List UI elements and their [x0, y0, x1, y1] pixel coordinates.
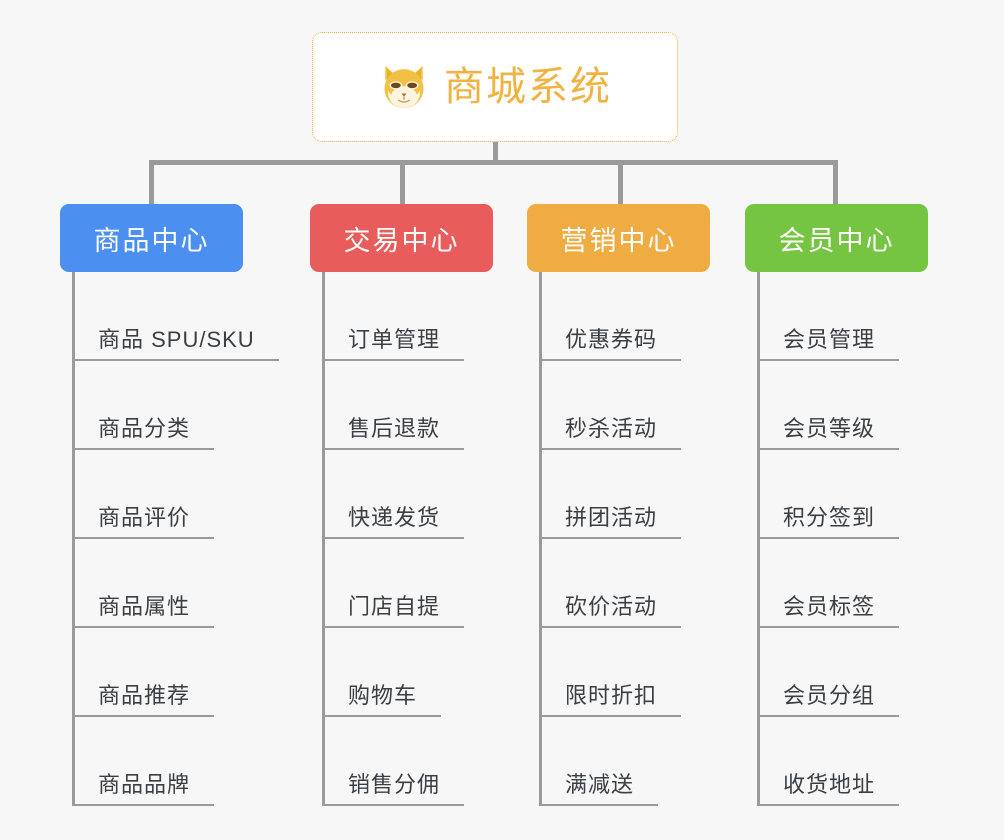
leaf-label[interactable]: 拼团活动 — [539, 505, 682, 539]
leaf-item: 优惠券码 — [527, 272, 710, 361]
category-header-3-label: 营销中心 — [560, 225, 677, 256]
connector-root-stem — [493, 142, 498, 164]
leaf-label[interactable]: 满减送 — [539, 772, 659, 806]
connector-drop-1 — [149, 160, 154, 208]
category-header-2-label: 交易中心 — [343, 225, 460, 256]
leaf-item: 门店自提 — [310, 539, 493, 628]
leaf-label[interactable]: 商品 SPU/SKU — [72, 327, 279, 361]
leaf-label[interactable]: 秒杀活动 — [539, 416, 682, 450]
connector-drop-3 — [618, 160, 623, 208]
leaf-item: 拼团活动 — [527, 450, 710, 539]
leaf-item: 购物车 — [310, 628, 493, 717]
leaf-label[interactable]: 商品分类 — [72, 416, 215, 450]
root-node[interactable]: 商城系统 — [312, 32, 678, 142]
category-header-3[interactable]: 营销中心 — [527, 204, 710, 272]
leaf-label[interactable]: 砍价活动 — [539, 594, 682, 628]
category-header-2[interactable]: 交易中心 — [310, 204, 493, 272]
leaf-label[interactable]: 快递发货 — [322, 505, 465, 539]
leaf-label[interactable]: 商品品牌 — [72, 772, 215, 806]
branch-column-3: 营销中心 优惠券码 秒杀活动 拼团活动 砍价活动 限时折扣 满减送 — [527, 204, 710, 806]
branch-column-4: 会员中心 会员管理 会员等级 积分签到 会员标签 会员分组 收货地址 — [745, 204, 928, 806]
category-header-4-label: 会员中心 — [778, 225, 895, 256]
leaf-item: 商品评价 — [60, 450, 243, 539]
category-header-1-label: 商品中心 — [93, 225, 210, 256]
leaf-item: 订单管理 — [310, 272, 493, 361]
leaf-label[interactable]: 会员等级 — [757, 416, 900, 450]
leaf-label[interactable]: 商品推荐 — [72, 683, 215, 717]
leaf-list-2: 订单管理 售后退款 快递发货 门店自提 购物车 销售分佣 — [310, 272, 493, 806]
leaf-item: 积分签到 — [745, 450, 928, 539]
leaf-spine-4 — [757, 272, 760, 806]
leaf-item: 限时折扣 — [527, 628, 710, 717]
connector-horizontal-bus — [149, 160, 838, 165]
leaf-spine-1 — [72, 272, 75, 806]
leaf-item: 商品品牌 — [60, 717, 243, 806]
leaf-item: 砍价活动 — [527, 539, 710, 628]
leaf-list-3: 优惠券码 秒杀活动 拼团活动 砍价活动 限时折扣 满减送 — [527, 272, 710, 806]
leaf-label[interactable]: 售后退款 — [322, 416, 465, 450]
leaf-label[interactable]: 商品属性 — [72, 594, 215, 628]
shiba-dog-face-icon — [384, 65, 424, 110]
leaf-item: 满减送 — [527, 717, 710, 806]
leaf-item: 售后退款 — [310, 361, 493, 450]
leaf-item: 商品 SPU/SKU — [60, 272, 279, 361]
leaf-label[interactable]: 积分签到 — [757, 505, 900, 539]
leaf-label[interactable]: 购物车 — [322, 683, 442, 717]
leaf-item: 会员分组 — [745, 628, 928, 717]
leaf-item: 会员管理 — [745, 272, 928, 361]
leaf-item: 秒杀活动 — [527, 361, 710, 450]
leaf-label[interactable]: 限时折扣 — [539, 683, 682, 717]
connector-drop-2 — [400, 160, 405, 208]
connector-drop-4 — [833, 160, 838, 208]
leaf-label[interactable]: 会员标签 — [757, 594, 900, 628]
leaf-item: 商品分类 — [60, 361, 243, 450]
leaf-label[interactable]: 订单管理 — [322, 327, 465, 361]
leaf-item: 会员等级 — [745, 361, 928, 450]
leaf-label[interactable]: 优惠券码 — [539, 327, 682, 361]
leaf-item: 商品属性 — [60, 539, 243, 628]
leaf-list-4: 会员管理 会员等级 积分签到 会员标签 会员分组 收货地址 — [745, 272, 928, 806]
branch-column-1: 商品中心 商品 SPU/SKU 商品分类 商品评价 商品属性 商品推荐 商品品牌 — [60, 204, 279, 806]
leaf-list-1: 商品 SPU/SKU 商品分类 商品评价 商品属性 商品推荐 商品品牌 — [60, 272, 279, 806]
leaf-label[interactable]: 商品评价 — [72, 505, 215, 539]
category-header-1[interactable]: 商品中心 — [60, 204, 243, 272]
leaf-item: 快递发货 — [310, 450, 493, 539]
leaf-spine-3 — [539, 272, 542, 806]
leaf-label[interactable]: 会员管理 — [757, 327, 900, 361]
leaf-spine-2 — [322, 272, 325, 806]
leaf-label[interactable]: 收货地址 — [757, 772, 900, 806]
leaf-item: 商品推荐 — [60, 628, 243, 717]
leaf-item: 会员标签 — [745, 539, 928, 628]
root-title: 商城系统 — [444, 65, 612, 109]
category-header-4[interactable]: 会员中心 — [745, 204, 928, 272]
leaf-label[interactable]: 销售分佣 — [322, 772, 465, 806]
leaf-item: 收货地址 — [745, 717, 928, 806]
leaf-label[interactable]: 会员分组 — [757, 683, 900, 717]
leaf-item: 销售分佣 — [310, 717, 493, 806]
branch-column-2: 交易中心 订单管理 售后退款 快递发货 门店自提 购物车 销售分佣 — [310, 204, 493, 806]
leaf-label[interactable]: 门店自提 — [322, 594, 465, 628]
